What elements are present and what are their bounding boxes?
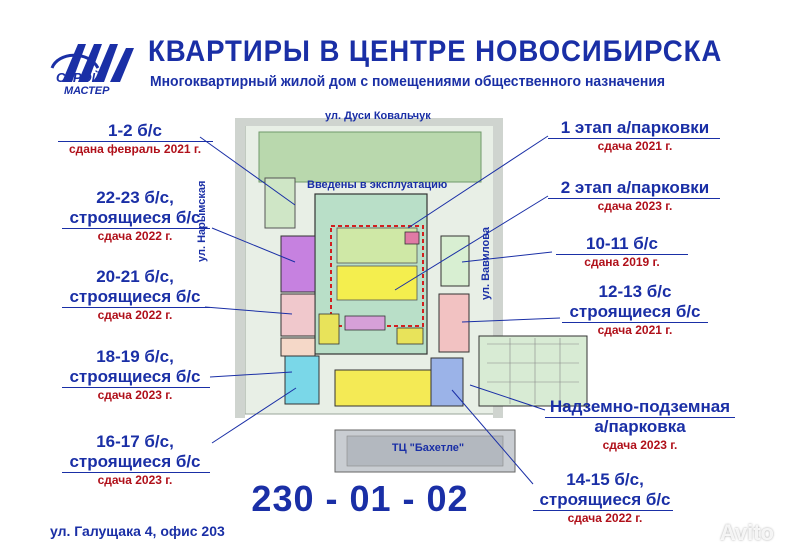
label-parking-stage-1-status: сдача 2021 г. xyxy=(597,139,673,153)
label-block-10-11-status: сдана 2019 г. xyxy=(584,255,660,269)
label-parking-stage-1-title: 1 этап а/парковки xyxy=(560,118,710,137)
label-block-12-13-status: сдача 2021 г. xyxy=(597,323,673,337)
underline xyxy=(62,307,210,308)
label-block-16-17-status: сдача 2023 г. xyxy=(97,473,173,487)
label-block-1-2-status: сдана февраль 2021 г. xyxy=(68,142,202,156)
label-block-18-19-subtitle: строящиеся б/с xyxy=(69,367,201,386)
underline xyxy=(556,254,688,255)
company-logo: СТРОЙ МАСТЕР xyxy=(48,38,144,100)
underline xyxy=(562,322,708,323)
label-block-22-23-subtitle: строящиеся б/с xyxy=(69,208,201,227)
label-block-22-23-title: 22-23 б/с, xyxy=(96,188,174,207)
label-block-16-17: 16-17 б/с, строящиеся б/с сдача 2023 г. xyxy=(50,432,220,489)
mall-label: ТЦ "Бахетле" xyxy=(391,442,465,454)
logo-bottom-text: МАСТЕР xyxy=(64,85,110,97)
street-east-label: ул. Вавилова xyxy=(480,227,492,300)
label-block-10-11-title: 10-11 б/с xyxy=(586,234,658,253)
label-block-14-15-title: 14-15 б/с, xyxy=(566,470,644,489)
underline xyxy=(62,472,210,473)
underline xyxy=(58,141,213,142)
label-parking-ground-underground-status: сдача 2023 г. xyxy=(602,438,678,452)
label-parking-stage-2-status: сдача 2023 г. xyxy=(597,199,673,213)
label-block-18-19-title: 18-19 б/с, xyxy=(96,347,174,366)
label-block-20-21-title: 20-21 б/с, xyxy=(96,267,174,286)
label-block-14-15-status: сдача 2022 г. xyxy=(567,511,643,525)
street-north-label: ул. Дуси Ковальчук xyxy=(325,110,431,122)
label-block-16-17-subtitle: строящиеся б/с xyxy=(69,452,201,471)
label-block-10-11: 10-11 б/с сдана 2019 г. xyxy=(552,234,692,271)
logo-top-text: СТРОЙ xyxy=(56,70,101,85)
page-subtitle: Многоквартирный жилой дом с помещениями … xyxy=(150,73,666,90)
label-block-1-2-title: 1-2 б/с xyxy=(108,121,162,140)
underline xyxy=(62,228,210,229)
label-parking-stage-2-title: 2 этап а/парковки xyxy=(560,178,710,197)
underline xyxy=(62,387,210,388)
label-block-18-19-status: сдача 2023 г. xyxy=(97,388,173,402)
label-block-18-19: 18-19 б/с, строящиеся б/с сдача 2023 г. xyxy=(50,347,220,404)
label-block-14-15-subtitle: строящиеся б/с xyxy=(539,490,671,509)
label-block-22-23: 22-23 б/с, строящиеся б/с сдача 2022 г. xyxy=(50,188,220,245)
underline xyxy=(548,138,720,139)
label-block-20-21-status: сдача 2022 г. xyxy=(97,308,173,322)
avito-watermark: Avito xyxy=(719,520,774,545)
underline xyxy=(545,417,735,418)
label-block-16-17-title: 16-17 б/с, xyxy=(96,432,174,451)
label-block-12-13: 12-13 б/с строящиеся б/с сдача 2021 г. xyxy=(560,282,710,339)
underline xyxy=(548,198,720,199)
office-address: ул. Галущака 4, офис 203 xyxy=(50,523,225,539)
commissioned-label: Введены в эксплуатацию xyxy=(307,179,448,191)
phone-number: 230 - 01 - 02 xyxy=(251,478,469,519)
label-parking-stage-1: 1 этап а/парковки сдача 2021 г. xyxy=(545,118,725,155)
page-title: КВАРТИРЫ В ЦЕНТРЕ НОВОСИБИРСКА xyxy=(148,35,723,68)
label-block-22-23-status: сдача 2022 г. xyxy=(97,229,173,243)
label-block-14-15: 14-15 б/с, строящиеся б/с сдача 2022 г. xyxy=(530,470,680,527)
label-block-20-21-subtitle: строящиеся б/с xyxy=(69,287,201,306)
label-block-12-13-subtitle: строящиеся б/с xyxy=(569,302,701,321)
logo-graphic xyxy=(50,44,134,82)
label-parking-ground-underground: Надземно-подземная а/парковка сдача 2023… xyxy=(540,397,740,454)
label-parking-stage-2: 2 этап а/парковки сдача 2023 г. xyxy=(545,178,725,215)
label-parking-ground-underground-title: Надземно-подземная xyxy=(549,397,731,416)
label-block-1-2: 1-2 б/с сдана февраль 2021 г. xyxy=(50,121,220,158)
label-block-12-13-title: 12-13 б/с xyxy=(598,282,672,301)
label-block-20-21: 20-21 б/с, строящиеся б/с сдача 2022 г. xyxy=(50,267,220,324)
underline xyxy=(533,510,673,511)
label-parking-ground-underground-subtitle: а/парковка xyxy=(594,417,686,436)
